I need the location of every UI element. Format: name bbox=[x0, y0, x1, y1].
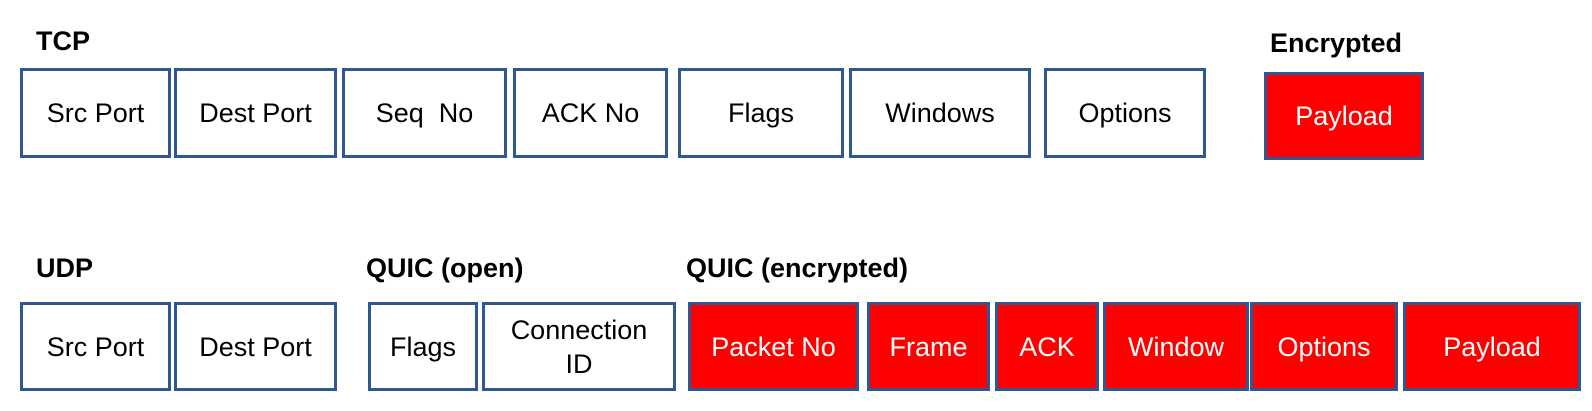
field-label: Connection ID bbox=[510, 314, 648, 379]
quic-field-frame: Frame bbox=[867, 302, 990, 391]
field-label: Src Port bbox=[46, 331, 145, 362]
quic-encrypted-section-label: QUIC (encrypted) bbox=[686, 253, 909, 283]
udp-section-label: UDP bbox=[36, 253, 94, 283]
quic-field-window: Window bbox=[1103, 302, 1249, 391]
field-label: Flags bbox=[727, 98, 795, 128]
field-label: Window bbox=[1127, 331, 1225, 362]
quic-open-section-label: QUIC (open) bbox=[366, 253, 524, 283]
field-label: Payload bbox=[1295, 101, 1393, 131]
tcp-field-ack-no: ACK No bbox=[513, 68, 668, 158]
field-label: Seq No bbox=[375, 98, 474, 128]
tcp-field-dest-port: Dest Port bbox=[174, 68, 337, 158]
tcp-field-options: Options bbox=[1044, 68, 1206, 158]
quic-open-field-flags: Flags bbox=[368, 302, 478, 391]
tcp-field-seq-no: Seq No bbox=[342, 68, 507, 158]
field-label: Dest Port bbox=[199, 98, 312, 128]
quic-field-payload: Payload bbox=[1403, 302, 1581, 391]
tcp-section-label: TCP bbox=[36, 26, 90, 56]
field-label: Packet No bbox=[711, 331, 836, 362]
field-label: Flags bbox=[389, 331, 457, 362]
quic-open-field-connection-id: Connection ID bbox=[482, 302, 676, 391]
field-label: Dest Port bbox=[199, 331, 312, 362]
tcp-field-payload-encrypted: Payload bbox=[1264, 72, 1424, 160]
tcp-field-src-port: Src Port bbox=[20, 68, 171, 158]
field-label: Options bbox=[1078, 98, 1172, 128]
tcp-field-flags: Flags bbox=[678, 68, 844, 158]
field-label: Payload bbox=[1443, 331, 1541, 362]
udp-field-src-port: Src Port bbox=[20, 302, 171, 391]
field-label: Options bbox=[1277, 331, 1371, 362]
udp-field-dest-port: Dest Port bbox=[174, 302, 337, 391]
encrypted-section-label: Encrypted bbox=[1270, 28, 1403, 58]
quic-field-options: Options bbox=[1250, 302, 1398, 391]
field-label: Src Port bbox=[46, 98, 145, 128]
field-label: ACK bbox=[1019, 331, 1075, 362]
quic-field-ack: ACK bbox=[995, 302, 1099, 391]
field-label: ACK No bbox=[541, 98, 640, 128]
quic-field-packet-no: Packet No bbox=[688, 302, 859, 391]
field-label: Windows bbox=[885, 98, 995, 128]
tcp-field-windows: Windows bbox=[849, 68, 1031, 158]
field-label: Frame bbox=[889, 331, 968, 362]
